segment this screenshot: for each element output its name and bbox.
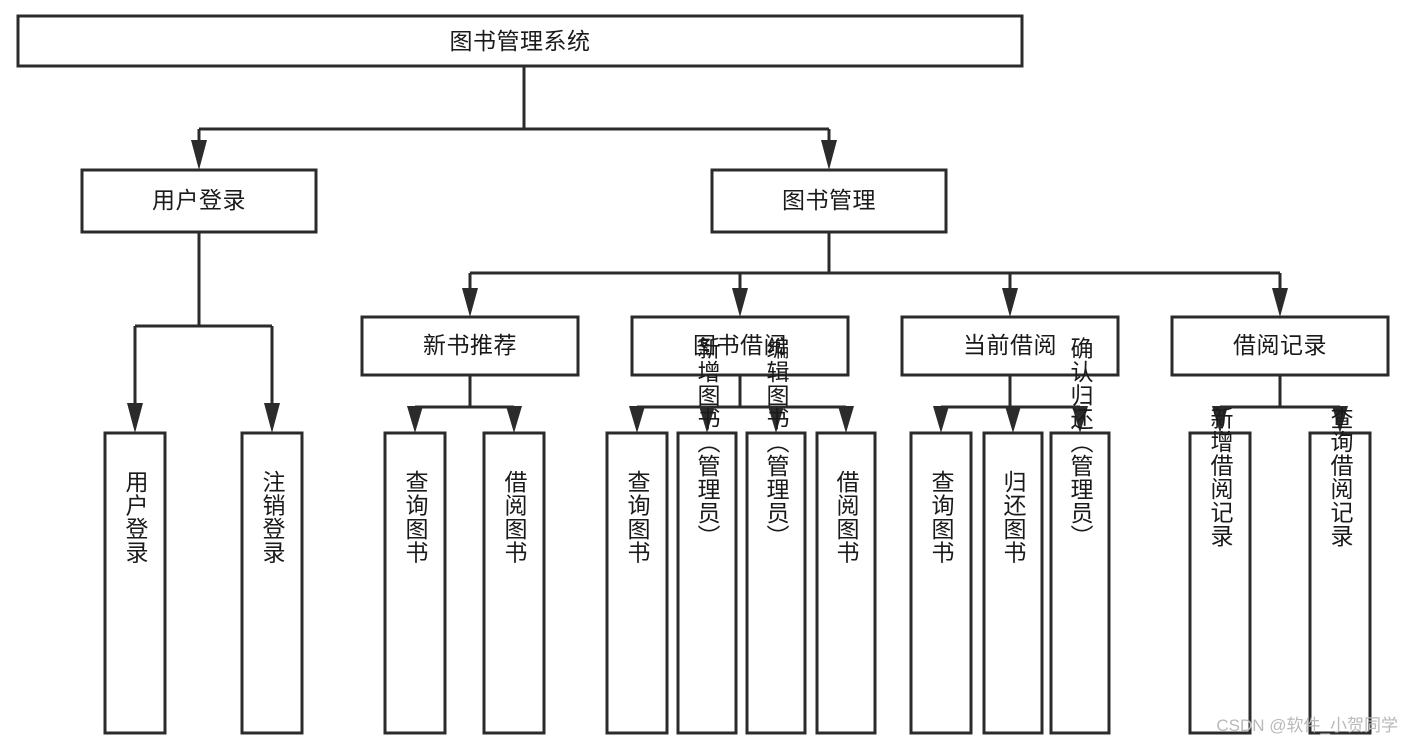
leaf-query-borrow-record[interactable]: 查询借阅记录 xyxy=(1308,407,1372,735)
arrowhead-leaf-query-book-2 xyxy=(629,406,645,433)
node-new-book-recommend-label: 新书推荐 xyxy=(423,332,517,358)
leaf-query-borrow-record-box[interactable] xyxy=(1308,431,1372,735)
arrowhead-leaf-add-book xyxy=(699,406,715,433)
node-new-book-recommend[interactable]: 新书推荐 xyxy=(360,315,580,377)
leaf-add-borrow-record[interactable]: 新增借阅记录 xyxy=(1188,407,1252,735)
leaf-confirm-return-admin[interactable]: 确认归还（管理员） xyxy=(1049,336,1111,735)
leaf-add-borrow-record-label: 新增借阅记录 xyxy=(1207,407,1234,548)
leaf-query-book-newbook[interactable]: 查询图书 xyxy=(383,431,447,735)
leaf-query-book-borrow[interactable]: 查询图书 xyxy=(605,431,669,735)
leaf-add-book-admin[interactable]: 新增图书（管理员） xyxy=(676,336,738,735)
arrowhead-leaf-return-book xyxy=(1005,406,1021,433)
arrowhead-leaf-edit-book xyxy=(768,406,784,433)
leaf-logout[interactable]: 注销登录 xyxy=(240,431,304,735)
node-book-borrow-label: 图书借阅 xyxy=(693,332,787,358)
connector-layer xyxy=(127,66,1348,433)
node-user-login-label: 用户登录 xyxy=(152,187,246,213)
node-borrow-record-box[interactable] xyxy=(1170,315,1390,377)
leaf-add-book-admin-label: 新增图书（管理员） xyxy=(694,336,721,548)
leaf-edit-book-admin[interactable]: 编辑图书（管理员） xyxy=(745,336,807,735)
leaf-confirm-return-admin-label: 确认归还（管理员） xyxy=(1067,336,1094,548)
leaf-borrow-book-newbook[interactable]: 借阅图书 xyxy=(482,431,546,735)
leaf-add-book-admin-box[interactable] xyxy=(676,431,738,735)
leaf-borrow-book-borrow[interactable]: 借阅图书 xyxy=(815,431,877,735)
leaf-return-book[interactable]: 归还图书 xyxy=(982,431,1044,735)
arrowhead-current-borrow xyxy=(1002,288,1018,317)
leaf-borrow-book-borrow-label: 借阅图书 xyxy=(833,470,860,564)
leaf-user-login[interactable]: 用户登录 xyxy=(103,431,167,735)
leaf-borrow-book-newbook-label: 借阅图书 xyxy=(501,470,528,564)
leaf-query-book-borrow-box[interactable] xyxy=(605,431,669,735)
leaf-borrow-book-borrow-box[interactable] xyxy=(815,431,877,735)
csdn-watermark: CSDN @软件_小贺同学 xyxy=(1216,716,1398,735)
node-current-borrow-box[interactable] xyxy=(900,315,1120,377)
leaf-query-book-newbook-box[interactable] xyxy=(383,431,447,735)
leaf-user-login-box[interactable] xyxy=(103,431,167,735)
leaf-query-borrow-record-label: 查询借阅记录 xyxy=(1327,407,1354,548)
node-book-borrow[interactable]: 图书借阅 xyxy=(630,315,850,377)
node-root-box[interactable] xyxy=(16,14,1024,68)
arrowhead-book-borrow xyxy=(732,288,748,317)
arrowhead-leaf-query-book-1 xyxy=(407,406,423,433)
node-book-management[interactable]: 图书管理 xyxy=(710,168,948,234)
leaf-query-book-current-box[interactable] xyxy=(909,431,973,735)
leaf-borrow-book-newbook-box[interactable] xyxy=(482,431,546,735)
leaf-add-borrow-record-box[interactable] xyxy=(1188,431,1252,735)
leaf-query-book-borrow-label: 查询图书 xyxy=(624,470,651,564)
arrowhead-leaf-borrow-book-2 xyxy=(838,406,854,433)
leaf-return-book-box[interactable] xyxy=(982,431,1044,735)
leaf-edit-book-admin-box[interactable] xyxy=(745,431,807,735)
arrowhead-leaf-logout xyxy=(264,403,280,433)
node-current-borrow-label: 当前借阅 xyxy=(963,332,1057,358)
arrowhead-borrow-record xyxy=(1272,288,1288,317)
leaf-user-login-label: 用户登录 xyxy=(122,470,149,564)
node-borrow-record[interactable]: 借阅记录 xyxy=(1170,315,1390,377)
node-book-management-label: 图书管理 xyxy=(782,187,876,213)
arrowhead-leaf-confirm-return xyxy=(1072,406,1088,433)
arrowhead-leaf-add-record xyxy=(1212,406,1228,433)
node-book-management-box[interactable] xyxy=(710,168,948,234)
arrowhead-leaf-borrow-book-1 xyxy=(506,406,522,433)
arrowhead-leaf-query-record xyxy=(1332,406,1348,433)
arrowhead-book-mgmt xyxy=(821,140,837,170)
node-root-label: 图书管理系统 xyxy=(450,28,591,54)
leaf-query-book-newbook-label: 查询图书 xyxy=(402,470,429,564)
leaf-query-book-current-label: 查询图书 xyxy=(928,470,955,564)
arrowhead-leaf-query-book-3 xyxy=(933,406,949,433)
node-user-login-box[interactable] xyxy=(80,168,318,234)
leaf-logout-label: 注销登录 xyxy=(259,470,286,564)
leaf-edit-book-admin-label: 编辑图书（管理员） xyxy=(763,336,790,548)
leaf-logout-box[interactable] xyxy=(240,431,304,735)
node-current-borrow[interactable]: 当前借阅 xyxy=(900,315,1120,377)
node-root-system[interactable]: 图书管理系统 xyxy=(16,14,1024,68)
node-book-borrow-box[interactable] xyxy=(630,315,850,377)
leaf-confirm-return-admin-box[interactable] xyxy=(1049,431,1111,735)
leaf-query-book-current[interactable]: 查询图书 xyxy=(909,431,973,735)
leaf-return-book-label: 归还图书 xyxy=(1000,470,1027,564)
node-user-login[interactable]: 用户登录 xyxy=(80,168,318,234)
node-borrow-record-label: 借阅记录 xyxy=(1233,332,1327,358)
arrowhead-leaf-user-login xyxy=(127,403,143,433)
arrowhead-new-book-rec xyxy=(462,288,478,317)
node-new-book-recommend-box[interactable] xyxy=(360,315,580,377)
arrowhead-user-login xyxy=(191,140,207,170)
